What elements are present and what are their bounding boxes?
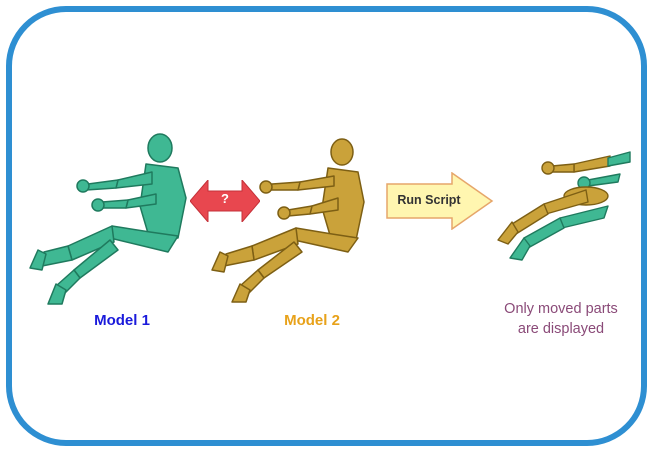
moved-parts-figure — [490, 148, 640, 273]
model1-label: Model 1 — [82, 312, 162, 329]
run-script-label: Run Script — [393, 193, 465, 207]
moved-parts-note: Only moved parts are displayed — [486, 299, 636, 339]
model2-label: Model 2 — [272, 312, 352, 329]
note-line-2: are displayed — [486, 319, 636, 339]
note-line-1: Only moved parts — [486, 299, 636, 319]
model2-dummy-figure — [208, 136, 378, 306]
model1-dummy-figure — [28, 128, 198, 308]
